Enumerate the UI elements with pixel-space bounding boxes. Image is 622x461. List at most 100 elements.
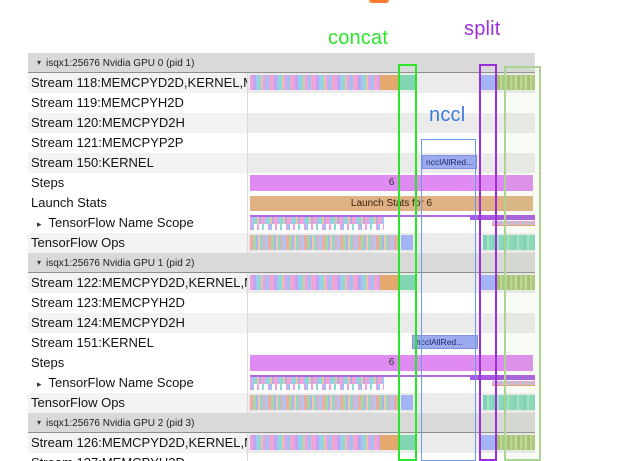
row-label[interactable]: Stream 120:MEMCPYD2H	[28, 113, 248, 133]
row-track	[248, 313, 535, 333]
row-trailing-space	[535, 373, 622, 393]
row-trailing-space	[535, 313, 622, 333]
split-event-segment[interactable]	[481, 75, 496, 90]
weight-update-events-segment[interactable]	[497, 275, 535, 290]
kernel-memcpy-events-bar[interactable]	[250, 275, 380, 290]
row-label-text: TensorFlow Name Scope	[48, 375, 194, 390]
weight-update-events-segment[interactable]	[497, 75, 535, 90]
tf-ops-split-segment[interactable]	[401, 395, 413, 410]
name-scope-small-events	[492, 381, 535, 386]
name-scope-span-bar[interactable]	[470, 375, 535, 380]
tf-ops-events-bar[interactable]	[250, 395, 400, 410]
row-track: 6	[248, 173, 535, 193]
weight-update-events-segment[interactable]	[497, 435, 535, 450]
step-bar[interactable]: 6	[250, 355, 533, 371]
row-trailing-space	[535, 133, 622, 153]
annotation-box-concat	[398, 64, 417, 461]
row-track	[248, 433, 535, 453]
gpu-header-row: ▾isqx1:25676 Nvidia GPU 1 (pid 2)	[0, 253, 622, 273]
row-trailing-space	[535, 193, 622, 213]
row-label[interactable]: Stream 151:KERNEL	[28, 333, 248, 353]
row-label[interactable]: Stream 124:MEMCPYD2H	[28, 313, 248, 333]
row-trailing-space	[535, 153, 622, 173]
row-label[interactable]: Stream 150:KERNEL	[28, 153, 248, 173]
row-label[interactable]: Stream 123:MEMCPYH2D	[28, 293, 248, 313]
concat-event-segment[interactable]	[400, 275, 416, 290]
timeline-row: Stream 123:MEMCPYH2D	[0, 293, 622, 313]
expand-triangle-icon[interactable]: ▸	[37, 219, 42, 229]
tf-ops-events-bar[interactable]	[250, 235, 400, 250]
annotation-box-nccl	[421, 139, 476, 461]
row-label[interactable]: ▸ TensorFlow Name Scope	[28, 373, 248, 393]
row-track: 6	[248, 353, 535, 373]
nccl-allreduce-event-bar[interactable]: ncclAllRed...	[422, 155, 477, 169]
concat-event-segment[interactable]	[400, 435, 416, 450]
split-event-segment[interactable]	[481, 275, 496, 290]
annotation-label-split: split	[464, 18, 501, 40]
gpu-header-bar[interactable]: ▾isqx1:25676 Nvidia GPU 1 (pid 2)	[28, 253, 535, 273]
row-label[interactable]: Stream 119:MEMCPYH2D	[28, 93, 248, 113]
row-track	[248, 73, 535, 93]
collapse-triangle-icon[interactable]: ▾	[37, 418, 42, 427]
row-trailing-space	[535, 73, 622, 93]
row-label[interactable]: Steps	[28, 353, 248, 373]
name-scope-events-bar[interactable]	[250, 215, 384, 224]
memcpy-event-segment[interactable]	[380, 435, 399, 450]
nccl-allreduce-event-bar[interactable]: ncclAllRed...	[412, 335, 478, 349]
row-label[interactable]: ▸ TensorFlow Name Scope	[28, 213, 248, 233]
row-track: Launch Stats for 6	[248, 193, 535, 213]
row-trailing-space	[535, 113, 622, 133]
collapse-triangle-icon[interactable]: ▾	[37, 258, 42, 267]
name-scope-events-bar[interactable]	[250, 375, 384, 384]
split-event-segment[interactable]	[481, 435, 496, 450]
memcpy-event-segment[interactable]	[380, 75, 399, 90]
row-gutter	[0, 353, 28, 373]
row-label[interactable]: Stream 122:MEMCPYD2D,KERNEL,MI	[28, 273, 248, 293]
row-gutter	[0, 73, 28, 93]
memcpy-event-segment[interactable]	[380, 275, 399, 290]
row-label[interactable]: TensorFlow Ops	[28, 233, 248, 253]
row-gutter	[0, 233, 28, 253]
kernel-memcpy-events-bar[interactable]	[250, 75, 380, 90]
row-label[interactable]: Launch Stats	[28, 193, 248, 213]
row-gutter	[0, 433, 28, 453]
row-gutter	[0, 213, 28, 233]
timeline-row: ▸ TensorFlow Name Scope	[0, 373, 622, 393]
row-label[interactable]: TensorFlow Ops	[28, 393, 248, 413]
annotation-label-concat: concat	[328, 27, 389, 49]
timeline-row: TensorFlow Ops	[0, 393, 622, 413]
gpu-header-label: isqx1:25676 Nvidia GPU 2 (pid 3)	[46, 418, 195, 429]
row-gutter	[0, 93, 28, 113]
row-gutter	[0, 453, 28, 461]
row-label-text: TensorFlow Name Scope	[48, 215, 194, 230]
step-bar[interactable]: 6	[250, 175, 533, 191]
row-gutter	[0, 173, 28, 193]
row-trailing-space	[535, 173, 622, 193]
launch-stats-bar[interactable]: Launch Stats for 6	[250, 196, 533, 211]
row-label[interactable]: Stream 118:MEMCPYD2D,KERNEL,ME	[28, 73, 248, 93]
row-trailing-space	[535, 433, 622, 453]
row-label[interactable]: Stream 121:MEMCPYP2P	[28, 133, 248, 153]
row-label[interactable]: Stream 127:MEMCPYH2D	[28, 453, 248, 461]
row-label[interactable]: Steps	[28, 173, 248, 193]
timeline-row: Stream 122:MEMCPYD2D,KERNEL,MI	[0, 273, 622, 293]
expand-triangle-icon[interactable]: ▸	[37, 379, 42, 389]
row-trailing-space	[535, 273, 622, 293]
row-track: ncclAllRed...	[248, 333, 535, 353]
timeline-row: Stream 119:MEMCPYH2D	[0, 93, 622, 113]
gpu-header-bar[interactable]: ▾isqx1:25676 Nvidia GPU 0 (pid 1)	[28, 53, 535, 73]
collapse-triangle-icon[interactable]: ▾	[37, 58, 42, 67]
name-scope-span-bar[interactable]	[470, 215, 535, 220]
timeline-grid: ▾isqx1:25676 Nvidia GPU 0 (pid 1)Stream …	[0, 53, 622, 461]
concat-event-segment[interactable]	[400, 75, 416, 90]
row-trailing-space	[535, 353, 622, 373]
row-gutter	[0, 333, 28, 353]
kernel-memcpy-events-bar[interactable]	[250, 435, 380, 450]
tf-ops-split-segment[interactable]	[401, 235, 413, 250]
clipped-orange-text-fragment	[369, 0, 389, 3]
row-label[interactable]: Stream 126:MEMCPYD2D,KERNEL,MI	[28, 433, 248, 453]
timeline-row: Stream 118:MEMCPYD2D,KERNEL,ME	[0, 73, 622, 93]
gpu-header-bar[interactable]: ▾ isqx1:25676 Nvidia GPU 2 (pid 3)	[28, 413, 535, 433]
row-trailing-space	[535, 93, 622, 113]
